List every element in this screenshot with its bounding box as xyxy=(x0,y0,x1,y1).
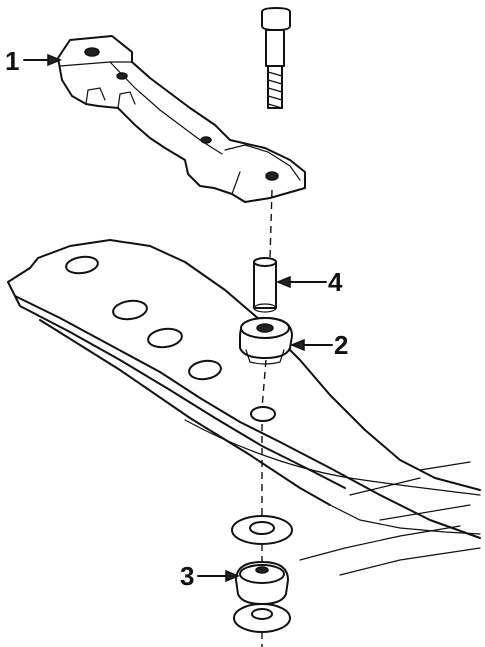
callout-2-label: 2 xyxy=(334,330,348,360)
bolt xyxy=(261,7,291,109)
mount-bracket xyxy=(57,35,306,203)
callout-1: 1 xyxy=(5,46,62,76)
callout-3: 3 xyxy=(180,561,240,591)
callout-3-label: 3 xyxy=(180,561,194,591)
upper-cushion xyxy=(239,317,293,365)
sleeve xyxy=(253,257,277,313)
washer xyxy=(231,515,293,545)
alignment-line xyxy=(261,189,273,647)
callout-4-label: 4 xyxy=(328,267,343,297)
callout-2: 2 xyxy=(290,330,348,360)
lower-cushion xyxy=(233,561,291,633)
frame-rail xyxy=(7,239,481,576)
callout-4: 4 xyxy=(276,267,343,297)
callout-1-label: 1 xyxy=(5,46,19,76)
